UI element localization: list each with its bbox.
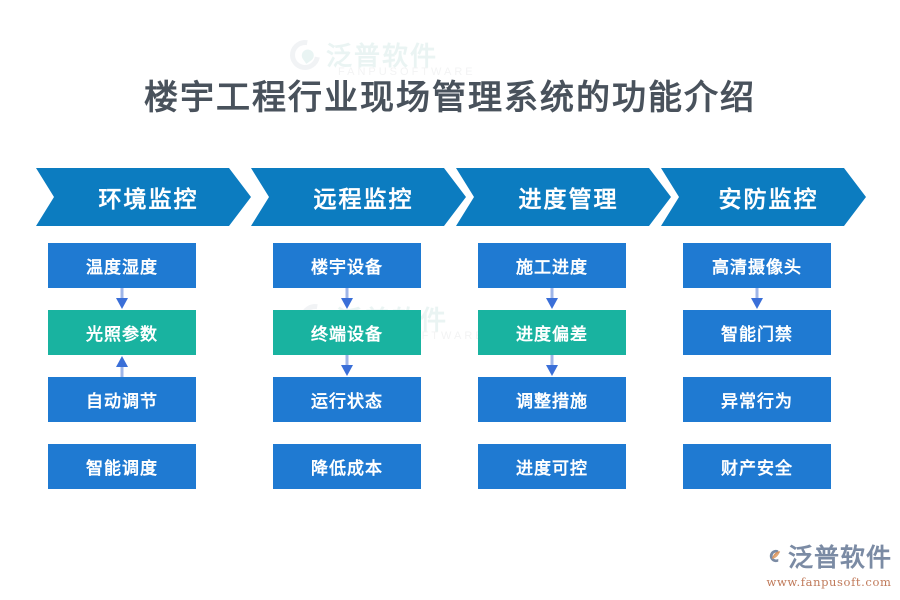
arrow-down-icon: [478, 288, 626, 310]
arrow-down-icon: [273, 355, 421, 377]
node-label: 降低成本: [311, 459, 383, 479]
chevron-header-4[interactable]: 安防监控: [661, 168, 866, 226]
connector-gap: [273, 422, 421, 444]
node-box[interactable]: 智能门禁: [683, 310, 831, 355]
node-label: 进度可控: [516, 459, 588, 479]
watermark-text: 泛普软件: [326, 42, 439, 72]
arrow-up-icon: [48, 355, 196, 377]
node-label: 运行状态: [311, 392, 383, 412]
watermark-top: 泛普软件 FANPUSOFTWARE: [284, 33, 473, 78]
connector-gap: [478, 422, 626, 444]
brand-url: www.fanpusoft.com: [766, 575, 892, 589]
node-label: 异常行为: [721, 392, 793, 412]
column-2: 楼宇设备终端设备运行状态降低成本: [273, 243, 421, 489]
brand-name: 泛普软件: [787, 543, 892, 572]
node-box[interactable]: 光照参数: [48, 310, 196, 355]
node-box[interactable]: 降低成本: [273, 444, 421, 489]
node-box[interactable]: 调整措施: [478, 377, 626, 422]
chevron-header-3[interactable]: 进度管理: [456, 168, 671, 226]
node-label: 调整措施: [516, 392, 588, 412]
fanpu-logo-icon: [769, 549, 781, 563]
arrow-down-icon: [478, 355, 626, 377]
chevron-header-label: 进度管理: [518, 186, 619, 213]
node-label: 温度湿度: [86, 258, 158, 278]
node-box[interactable]: 异常行为: [683, 377, 831, 422]
node-label: 施工进度: [516, 258, 588, 278]
node-label: 终端设备: [311, 325, 383, 345]
node-box[interactable]: 运行状态: [273, 377, 421, 422]
node-box[interactable]: 财产安全: [683, 444, 831, 489]
node-box[interactable]: 楼宇设备: [273, 243, 421, 288]
column-3: 施工进度进度偏差调整措施进度可控: [478, 243, 626, 489]
node-box[interactable]: 温度湿度: [48, 243, 196, 288]
node-label: 进度偏差: [516, 325, 588, 345]
arrow-down-icon: [683, 288, 831, 310]
node-label: 高清摄像头: [712, 258, 802, 278]
arrow-down-icon: [48, 288, 196, 310]
connector-gap: [683, 355, 831, 377]
node-box[interactable]: 进度偏差: [478, 310, 626, 355]
node-label: 光照参数: [86, 325, 158, 345]
arrow-down-icon: [273, 288, 421, 310]
node-label: 自动调节: [86, 392, 158, 412]
node-label: 智能门禁: [721, 325, 793, 345]
chevron-header-2[interactable]: 远程监控: [251, 168, 466, 226]
page-title: 楼宇工程行业现场管理系统的功能介绍: [144, 78, 756, 118]
column-1: 温度湿度光照参数自动调节智能调度: [48, 243, 196, 489]
node-box[interactable]: 进度可控: [478, 444, 626, 489]
node-label: 智能调度: [86, 459, 158, 479]
chevron-header-label: 远程监控: [313, 186, 414, 213]
node-box[interactable]: 自动调节: [48, 377, 196, 422]
connector-gap: [48, 422, 196, 444]
chevron-header-label: 安防监控: [718, 186, 819, 213]
node-box[interactable]: 智能调度: [48, 444, 196, 489]
node-box[interactable]: 施工进度: [478, 243, 626, 288]
node-box[interactable]: 高清摄像头: [683, 243, 831, 288]
node-label: 楼宇设备: [311, 258, 383, 278]
connector-gap: [683, 422, 831, 444]
chevron-header-label: 环境监控: [98, 186, 199, 213]
node-box[interactable]: 终端设备: [273, 310, 421, 355]
brand-logo: 泛普软件 www.fanpusoft.com: [766, 538, 892, 589]
node-label: 财产安全: [721, 459, 793, 479]
column-4: 高清摄像头智能门禁异常行为财产安全: [683, 243, 831, 489]
chevron-header-1[interactable]: 环境监控: [36, 168, 251, 226]
